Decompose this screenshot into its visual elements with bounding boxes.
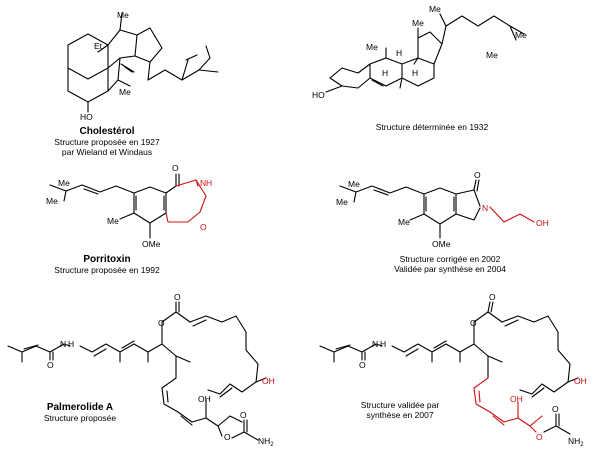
methyl-label: Me <box>107 216 119 226</box>
hydroxyl-label: HO <box>80 112 93 122</box>
methyl-label: Me <box>515 30 527 40</box>
caption-line: Structure proposée en 1927 <box>54 137 160 147</box>
methyl-label: Me <box>486 50 498 60</box>
carbamate-carbonyl-label: O <box>240 410 247 420</box>
methoxy-label: OMe <box>142 239 161 249</box>
amide-hydrogen-label: H <box>380 339 386 349</box>
amide-hydrogen-label: H <box>68 339 74 349</box>
methyl-label: Me <box>119 87 131 97</box>
hydrogen-label: H <box>412 68 418 78</box>
hydroxyl-label: HO <box>312 90 325 100</box>
methyl-label: Me <box>58 178 70 188</box>
compound-name: Palmerolide A <box>47 402 113 413</box>
compound-name: Porritoxin <box>83 254 130 265</box>
hydrogen-label: H <box>382 68 388 78</box>
lactone-carbonyl-label: O <box>489 292 496 302</box>
hydroxyl-label: OH <box>262 376 275 386</box>
molecule-cholesterol-1932 <box>325 13 525 93</box>
corrected-region-highlight <box>473 377 543 433</box>
molecule-porritoxin-2002 <box>339 179 481 239</box>
carbamate-oxygen-label: O <box>224 432 231 442</box>
carbonyl-oxygen-label: O <box>474 170 481 180</box>
amide-nitrogen-label: N <box>482 203 488 213</box>
hydroxyl-label: OH <box>198 394 211 404</box>
amide-nitrogen-label: N <box>60 339 66 349</box>
hydroxyl-label: OH <box>574 376 587 386</box>
amine-label: NH2 <box>258 436 274 448</box>
lactone-carbonyl-label: O <box>174 292 181 302</box>
carbamate-oxygen-label: O <box>536 432 543 442</box>
lactam-ring-highlight <box>165 179 207 223</box>
methyl-label: Me <box>46 196 58 206</box>
hydroxyl-label: OH <box>536 218 549 228</box>
carbamate-carbonyl-label: O <box>552 404 559 414</box>
ethyl-label: Et <box>94 41 103 51</box>
methyl-label: Me <box>412 18 424 28</box>
compound-name: Cholestérol <box>79 126 134 137</box>
ether-oxygen-label: O <box>200 222 207 232</box>
amine-label: NH2 <box>568 436 584 448</box>
amide-nitrogen-label: N <box>372 339 378 349</box>
methyl-label: Me <box>117 10 129 20</box>
caption-line: Structure proposée en 1992 <box>54 265 160 275</box>
methyl-label: Me <box>348 179 360 189</box>
methyl-label: Me <box>336 197 348 207</box>
caption-line: Structure déterminée en 1932 <box>376 122 489 132</box>
amide-hydrogen-label: H <box>206 178 212 188</box>
amide-nitrogen-label: N <box>200 178 206 188</box>
molecule-palmerolide-proposed <box>7 301 267 441</box>
carbonyl-oxygen-label: O <box>172 163 179 173</box>
molecule-cholesterol-1927 <box>67 12 219 113</box>
caption-line: Structure proposée <box>44 413 117 423</box>
methyl-label: Me <box>398 217 410 227</box>
molecule-palmerolide-validated <box>319 301 579 435</box>
caption-line: Structure validée par <box>361 400 440 410</box>
methoxy-label: OMe <box>432 239 451 249</box>
caption-line: synthèse en 2007 <box>366 410 433 420</box>
hydroxyethyl-highlight <box>489 206 535 223</box>
methyl-label: Me <box>429 4 441 14</box>
lactone-oxygen-label: O <box>158 318 165 328</box>
caption-line: Structure corrigée en 2002 <box>400 254 501 264</box>
caption-line: par Wieland et Windaus <box>62 147 152 157</box>
methyl-label: Me <box>366 42 378 52</box>
hydrogen-label: H <box>396 48 402 58</box>
hydroxyl-label: OH <box>510 394 523 404</box>
lactone-oxygen-label: O <box>470 318 477 328</box>
caption-line: Validée par synthèse en 2004 <box>394 264 506 274</box>
carbonyl-oxygen-label: O <box>47 360 54 370</box>
carbonyl-oxygen-label: O <box>359 360 366 370</box>
